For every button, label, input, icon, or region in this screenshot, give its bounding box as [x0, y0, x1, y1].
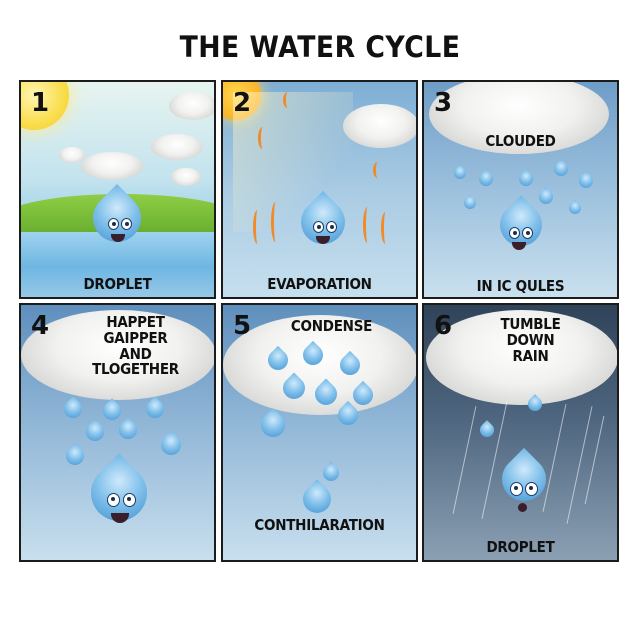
- cloud-icon: [171, 168, 201, 186]
- cloud-icon: [426, 310, 617, 405]
- surprised-mouth-icon: [518, 503, 527, 512]
- small-droplet-character: [115, 417, 141, 443]
- heat-wave-icon: [258, 127, 267, 149]
- heat-wave-icon: [271, 202, 280, 242]
- eye-icon: [108, 218, 119, 230]
- eye-icon: [313, 221, 324, 233]
- small-droplet-character: [256, 408, 290, 442]
- heat-wave-icon: [363, 207, 372, 243]
- panel-caption-bottom: DROPLET: [486, 538, 555, 557]
- eye-icon: [509, 227, 520, 239]
- rain-streak: [566, 406, 593, 524]
- panel-6-rain: 6 TUMBLE DOWN RAIN DROPLET: [422, 303, 619, 562]
- small-droplet: [536, 187, 556, 207]
- falling-droplet: [477, 420, 497, 440]
- small-droplet: [476, 169, 496, 189]
- eye-icon: [121, 218, 132, 230]
- rain-streak: [452, 406, 477, 514]
- panel-number: 5: [233, 311, 252, 341]
- panel-4-gathering: 4 HAPPET GAIPPER AND TLOGETHER: [19, 303, 216, 562]
- heat-wave-icon: [253, 210, 262, 244]
- cloud-icon: [429, 82, 609, 154]
- panel-caption-bottom: IN IC QULES: [476, 277, 565, 296]
- panel-2-evaporation: 2 EVAPORATION: [221, 80, 418, 299]
- small-droplet: [461, 194, 479, 212]
- droplet-character: [297, 479, 337, 519]
- panel-number: 4: [31, 311, 50, 341]
- page-title: THE WATER CYCLE: [179, 30, 461, 64]
- small-droplet: [566, 199, 584, 217]
- cloud-icon: [151, 134, 203, 160]
- small-droplet: [551, 159, 571, 179]
- cloud-icon: [59, 147, 85, 163]
- panel-caption-top: TUMBLE DOWN RAIN: [500, 315, 561, 365]
- cloud-icon: [81, 152, 143, 180]
- panel-caption-top: HAPPET GAIPPER AND TLOGETHER: [92, 313, 179, 379]
- eye-icon: [107, 493, 120, 507]
- eye-icon: [326, 221, 337, 233]
- smile-icon: [316, 236, 330, 244]
- small-droplet-character: [62, 443, 88, 469]
- panel-number: 1: [31, 88, 50, 118]
- smile-icon: [512, 242, 526, 250]
- small-droplet-character: [319, 461, 343, 485]
- eye-icon: [123, 493, 136, 507]
- panel-caption-bottom: EVAPORATION: [267, 275, 372, 294]
- rain-streak: [542, 404, 567, 512]
- small-droplet-character: [60, 396, 86, 422]
- rain-streak: [481, 401, 508, 519]
- small-droplet: [576, 171, 596, 191]
- panel-5-condense: 5 CONDENSE CONTHILARATION: [221, 303, 418, 562]
- panel-number: 3: [434, 88, 453, 118]
- heat-wave-icon: [283, 92, 292, 108]
- cloud-icon: [21, 310, 214, 400]
- panel-3-clouded: 3 CLOUDED IN IC QULES: [422, 80, 619, 299]
- small-droplet: [451, 164, 469, 182]
- heat-wave-icon: [373, 162, 382, 178]
- small-droplet-character: [99, 398, 125, 424]
- eye-icon: [510, 482, 523, 496]
- panel-1-droplet: 1 DROPLET: [19, 80, 216, 299]
- small-droplet-character: [142, 396, 168, 422]
- panel-caption-top: CONDENSE: [290, 317, 373, 335]
- smile-icon: [111, 234, 125, 242]
- lake-water: [21, 232, 214, 297]
- smile-icon: [111, 513, 129, 523]
- cloud-icon: [169, 92, 214, 120]
- panel-caption-top: CLOUDED: [485, 132, 556, 150]
- small-droplet-character: [82, 419, 108, 445]
- cloud-icon: [343, 104, 416, 148]
- panel-caption-bottom: CONTHILARATION: [254, 516, 385, 535]
- small-droplet: [516, 169, 536, 189]
- panel-number: 6: [434, 311, 453, 341]
- eye-icon: [525, 482, 538, 496]
- small-droplet-character: [156, 430, 186, 460]
- heat-wave-icon: [381, 212, 390, 244]
- panel-caption-bottom: DROPLET: [83, 275, 152, 294]
- eye-icon: [522, 227, 533, 239]
- panel-number: 2: [233, 88, 252, 118]
